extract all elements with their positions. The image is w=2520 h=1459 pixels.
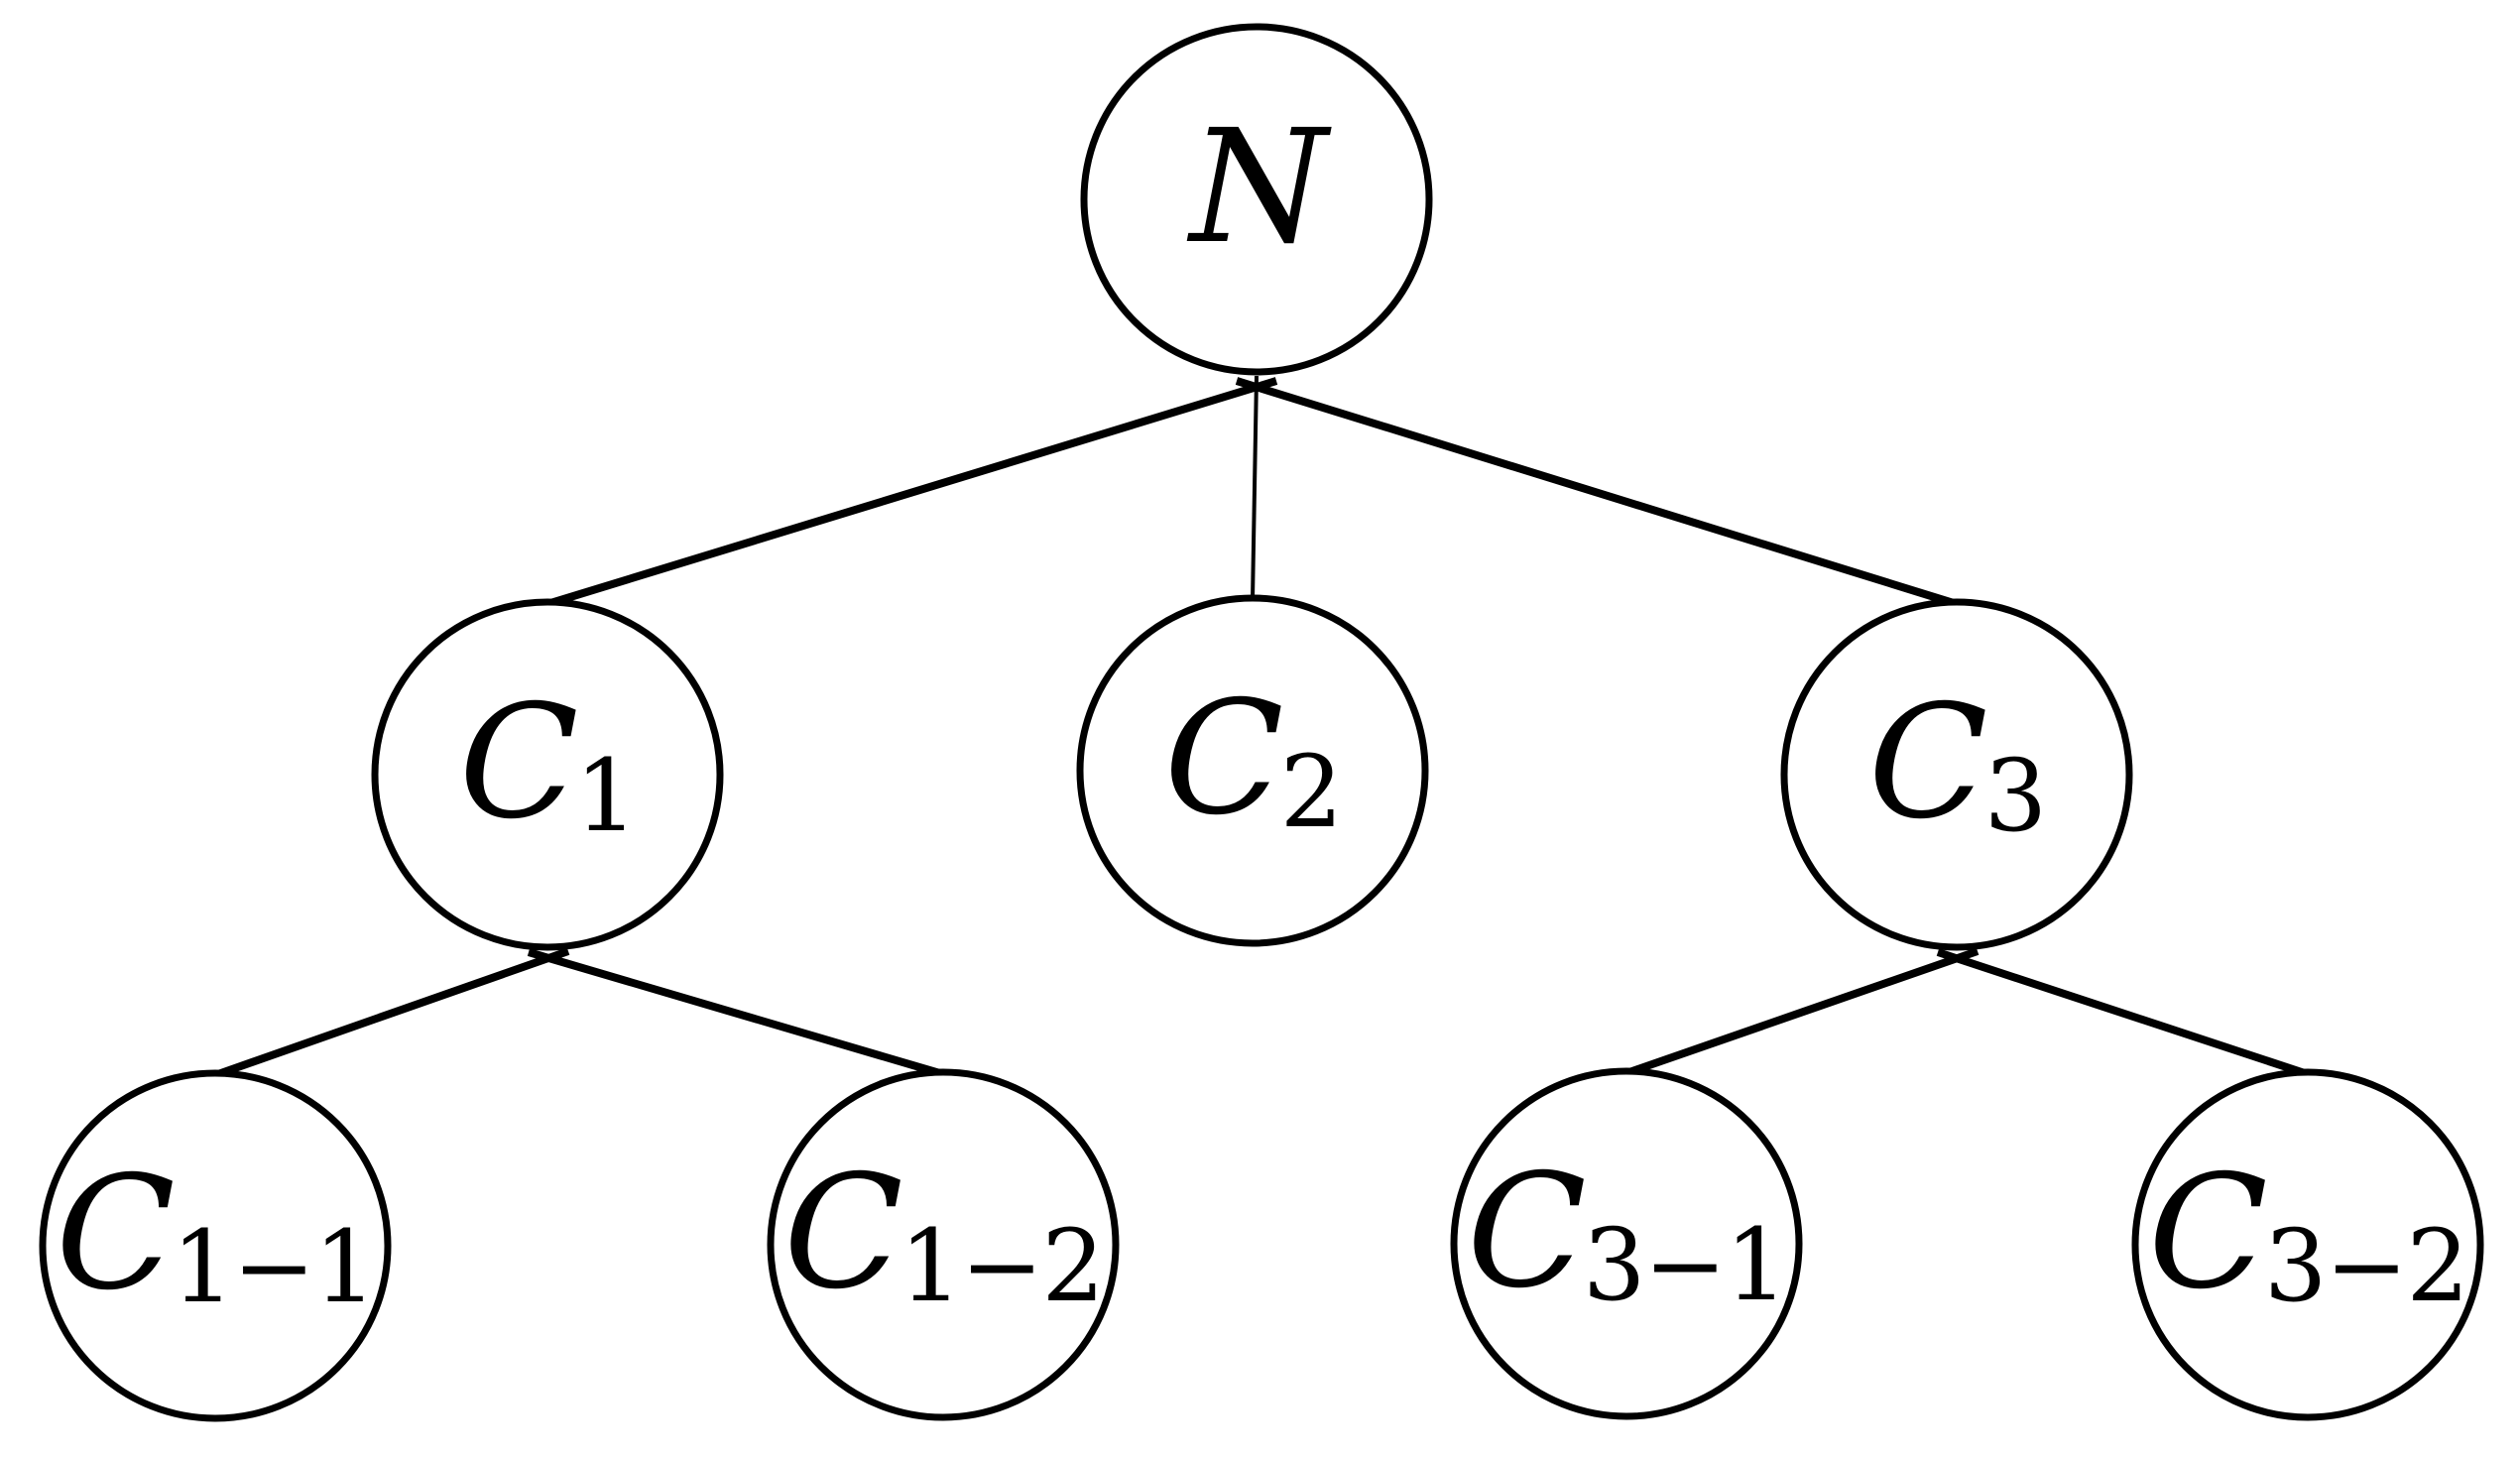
- edge-n-c1: [545, 377, 1278, 608]
- node-circle-c1: [371, 598, 724, 951]
- edge-n-c3: [1235, 377, 1959, 608]
- edge-n-c2: [1251, 375, 1259, 601]
- edge-c1-c1-2: [527, 948, 945, 1078]
- edge-c1-c1-1: [213, 947, 570, 1079]
- edge-c3-c3-1: [1624, 947, 1980, 1077]
- node-circle-c1-1: [39, 1069, 392, 1422]
- node-circle-c3-2: [2131, 1068, 2484, 1421]
- edge-c3-c3-2: [1936, 948, 2310, 1078]
- node-circle-c3-1: [1450, 1067, 1803, 1420]
- node-circle-c2: [1076, 594, 1429, 947]
- node-circle-c3: [1780, 598, 2133, 951]
- node-circle-c1-2: [767, 1068, 1120, 1421]
- node-circle-n: [1080, 23, 1433, 376]
